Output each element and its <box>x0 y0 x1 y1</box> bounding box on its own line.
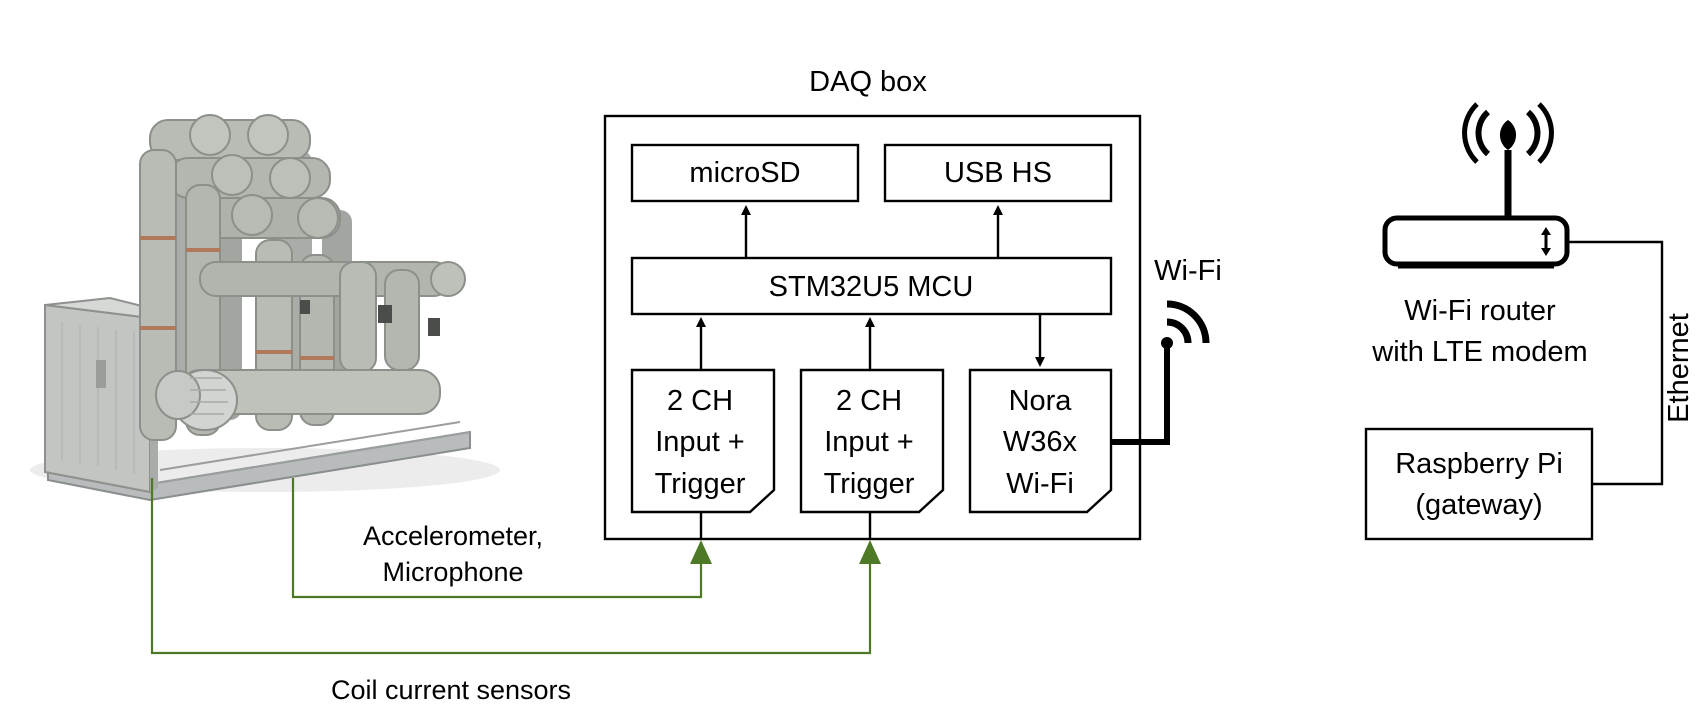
ethernet-label: Ethernet <box>1663 313 1695 423</box>
nora-line-1: Nora <box>1009 385 1073 417</box>
input-block-2 <box>799 368 945 514</box>
raspberry-line-2: (gateway) <box>1415 489 1542 521</box>
input-2-line-2: Input + <box>824 426 914 458</box>
input-2-line-1: 2 CH <box>836 385 902 417</box>
usb-hs-block <box>883 143 1113 203</box>
input-block-1 <box>630 368 776 514</box>
input-1-line-2: Input + <box>655 426 745 458</box>
nora-wifi-block <box>968 368 1113 514</box>
raspberry-line-1: Raspberry Pi <box>1395 448 1563 480</box>
input-1-line-1: 2 CH <box>667 385 733 417</box>
router-label-line-2: with LTE modem <box>1371 336 1587 368</box>
ethernet-link <box>1567 240 1664 486</box>
mcu-block <box>630 256 1113 316</box>
switchgear-illustration <box>30 114 500 502</box>
coil-current-arrowhead <box>859 540 881 564</box>
mcu-label: STM32U5 MCU <box>769 271 974 303</box>
wifi-signal-icon <box>1166 300 1210 344</box>
router-icon <box>1382 102 1570 269</box>
accelerometer-wire <box>291 478 703 599</box>
microsd-block <box>630 143 860 203</box>
accelerometer-arrowhead <box>690 540 712 564</box>
accelerometer-label-line-2: Microphone <box>382 557 523 587</box>
input-2-line-3: Trigger <box>824 468 915 500</box>
nora-line-2: W36x <box>1003 426 1078 458</box>
router-transfer-icon <box>1541 227 1551 256</box>
nora-line-3: Wi-Fi <box>1006 468 1074 500</box>
daq-box <box>603 114 1142 541</box>
accelerometer-label-line-1: Accelerometer, <box>363 521 543 551</box>
antenna-line <box>1111 345 1170 445</box>
wifi-label: Wi-Fi <box>1154 255 1222 287</box>
daq-box-title: DAQ box <box>809 66 927 98</box>
coil-current-label: Coil current sensors <box>331 675 571 705</box>
microsd-label: microSD <box>689 157 800 189</box>
input-1-line-3: Trigger <box>655 468 746 500</box>
router-label-line-1: Wi-Fi router <box>1404 295 1556 327</box>
antenna-base-dot <box>1161 337 1173 349</box>
usb-hs-label: USB HS <box>944 157 1052 189</box>
coil-current-wire <box>150 478 872 655</box>
raspberry-pi-block <box>1364 427 1594 541</box>
